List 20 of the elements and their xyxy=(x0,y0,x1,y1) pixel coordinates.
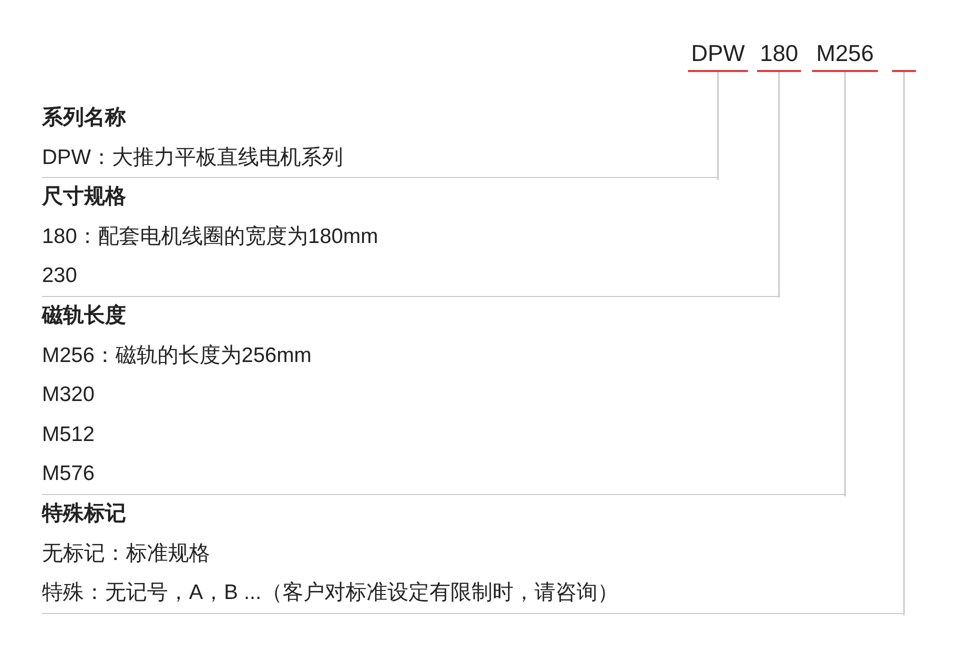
connector-line xyxy=(844,72,847,496)
section-heading: 磁轨长度 xyxy=(42,302,127,329)
option-description: M512 xyxy=(42,422,96,448)
section-heading: 尺寸规格 xyxy=(42,184,127,210)
model-code: M256 xyxy=(812,36,878,72)
option-description: DPW：大推力平板直线电机系列 xyxy=(42,144,344,170)
connector-line xyxy=(716,72,719,180)
model-code: DPW xyxy=(688,36,748,72)
section-heading: 系列名称 xyxy=(42,105,127,131)
connector-line xyxy=(902,72,905,616)
option-description: M256：磁轨的长度为256mm xyxy=(42,342,313,368)
option-description: 特殊：无记号，A，B ...（客户对标准设定有限制时，请咨询） xyxy=(42,580,620,606)
option-description: 无标记：标准规格 xyxy=(42,540,211,566)
option-description: 180：配套电机线圈的宽度为180mm xyxy=(42,224,380,250)
option-description: M320 xyxy=(42,382,96,408)
section-heading: 特殊标记 xyxy=(42,501,127,527)
option-description: 230 xyxy=(42,263,78,289)
model-code: 180 xyxy=(757,36,801,72)
connector-line xyxy=(778,72,780,298)
option-description: M576 xyxy=(42,461,96,487)
